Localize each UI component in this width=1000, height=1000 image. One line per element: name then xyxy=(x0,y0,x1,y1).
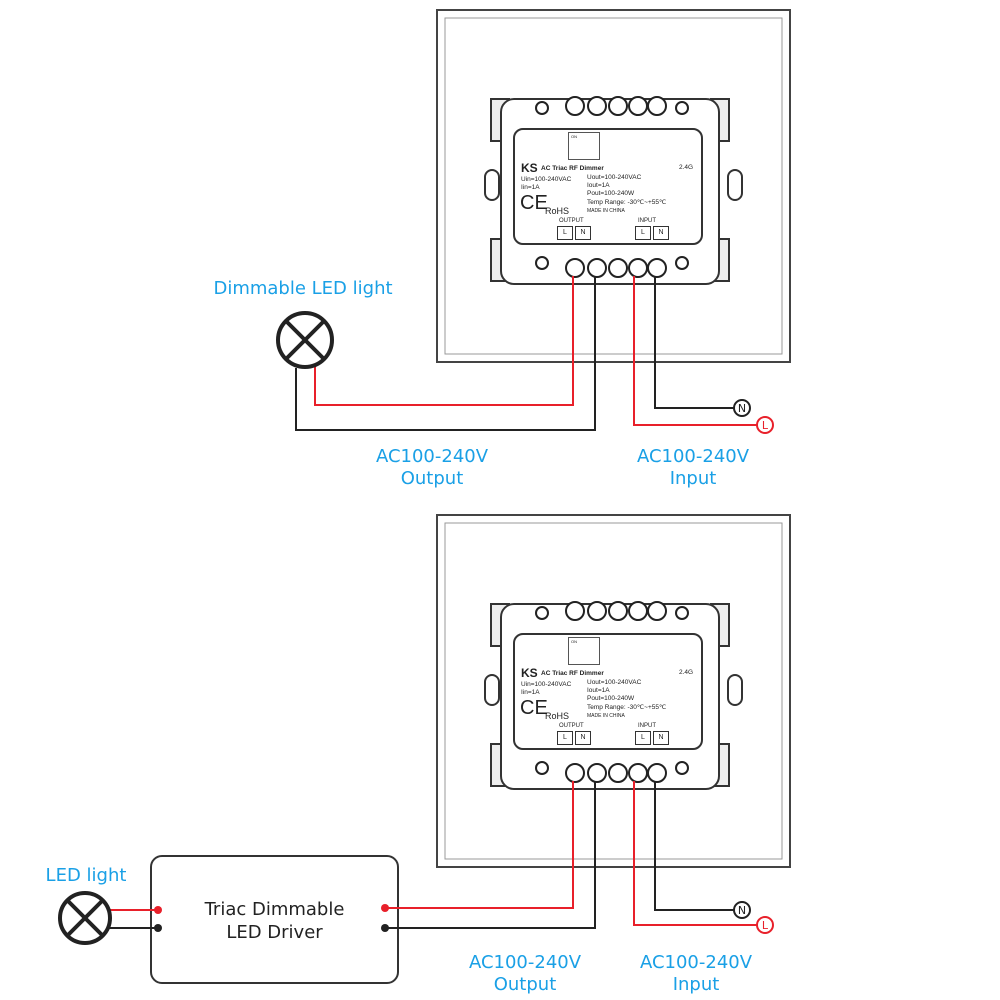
wire-output-neutral xyxy=(385,781,596,929)
n-terminal-label: N xyxy=(738,402,746,415)
wire-output-neutral xyxy=(295,276,596,431)
l-terminal-label: L xyxy=(762,919,769,932)
live-terminal-icon xyxy=(756,916,774,934)
ce-logo: CE xyxy=(520,192,548,214)
dip-switch-icon: ON xyxy=(568,132,600,160)
dimmer-module-bottom: ON KS AC Triac RF Dimmer 2.4G Uin=100-24… xyxy=(490,593,730,798)
n-terminal-label: N xyxy=(738,904,746,917)
module-label: ON KS AC Triac RF Dimmer 2.4G Uin=100-24… xyxy=(513,128,703,245)
wire-input-neutral xyxy=(654,276,734,409)
lamp-label: LED light xyxy=(45,865,127,886)
ce-logo: CE xyxy=(520,697,548,719)
driver-label-line2: LED Driver xyxy=(226,922,323,943)
dimmer-module-top: ON KS AC Triac RF Dimmer 2.4G Uin=100-24… xyxy=(490,88,730,293)
wire-output-live xyxy=(385,781,574,909)
wire-input-live xyxy=(633,276,757,426)
live-terminal-icon xyxy=(756,416,774,434)
terminal xyxy=(565,258,585,278)
driver-label-line1: Triac Dimmable xyxy=(204,899,345,920)
wire-output-live xyxy=(314,276,574,406)
lamp-label: Dimmable LED light xyxy=(213,278,393,299)
module-label: ON KS AC Triac RF Dimmer 2.4G Uin=100-24… xyxy=(513,633,703,750)
wire-input-neutral xyxy=(654,781,734,911)
l-terminal-label: L xyxy=(762,419,769,432)
lamp-icon xyxy=(58,891,112,945)
led-driver-box: Triac Dimmable LED Driver xyxy=(150,855,399,984)
lamp-icon xyxy=(276,311,334,369)
neutral-terminal-icon xyxy=(733,399,751,417)
neutral-terminal-icon xyxy=(733,901,751,919)
wire-input-live xyxy=(633,781,757,926)
dip-switch-icon: ON xyxy=(568,637,600,665)
